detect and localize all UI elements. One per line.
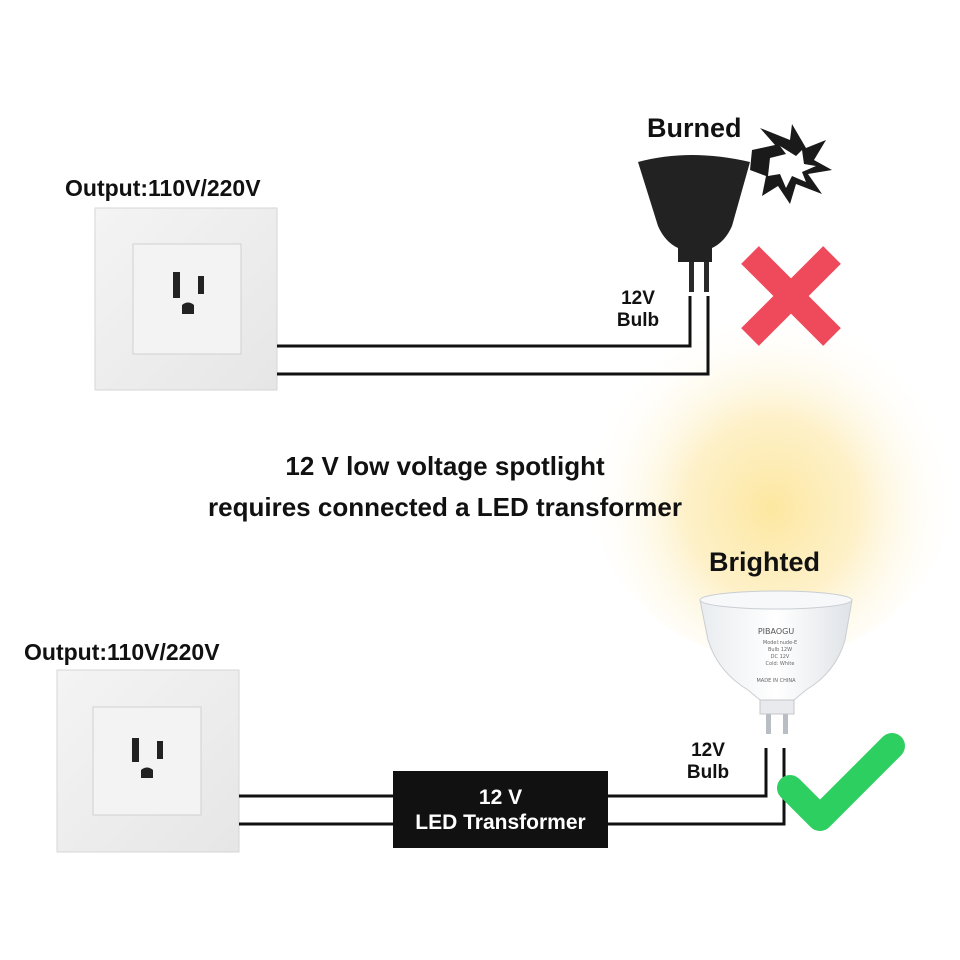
- led-transformer-box: [393, 771, 608, 848]
- top-bulb-label: 12V Bulb: [610, 288, 666, 332]
- top-wires: [277, 296, 710, 376]
- bottom-output-label: Output:110V/220V: [24, 639, 220, 665]
- top-bulb-text: Bulb: [616, 310, 660, 331]
- burned-label: Burned: [647, 113, 742, 143]
- center-caption: 12 V low voltage spotlight requires conn…: [150, 446, 740, 528]
- check-mark-icon: [777, 733, 905, 831]
- spark-icon: [750, 124, 832, 204]
- cross-mark-icon: [741, 246, 841, 346]
- bulb-color: Cold: White: [766, 661, 795, 667]
- caption-line-2: requires connected a LED transformer: [208, 492, 682, 522]
- bulb-voltage: DC 12V: [771, 654, 790, 660]
- top-bulb-voltage: 12V: [621, 288, 655, 309]
- transformer-label: 12 V LED Transformer: [393, 785, 608, 835]
- transformer-voltage: 12 V: [478, 786, 523, 809]
- bottom-bulb-voltage: 12V: [691, 740, 725, 761]
- bright-bulb: PIBAOGU Model:nude-E Bulb 12W DC 12V Col…: [699, 590, 853, 734]
- bottom-bulb-label: 12V Bulb: [680, 740, 736, 784]
- bottom-wires: [239, 748, 786, 826]
- caption-line-1: 12 V low voltage spotlight: [285, 451, 605, 481]
- bulb-model: Model:nude-E: [763, 640, 797, 646]
- top-output-label: Output:110V/220V: [65, 175, 261, 201]
- brighted-label: Brighted: [709, 547, 820, 577]
- bottom-bulb-text: Bulb: [686, 762, 730, 783]
- transformer-name: LED Transformer: [415, 811, 586, 834]
- burned-bulb: [638, 155, 750, 292]
- bulb-type: Bulb 12W: [768, 647, 792, 653]
- light-glow: [582, 260, 960, 660]
- bulb-origin: MADE IN CHINA: [756, 678, 796, 684]
- top-wall-outlet: [94, 207, 278, 391]
- bulb-brand: PIBAOGU: [758, 627, 795, 636]
- bottom-wall-outlet: [56, 669, 240, 853]
